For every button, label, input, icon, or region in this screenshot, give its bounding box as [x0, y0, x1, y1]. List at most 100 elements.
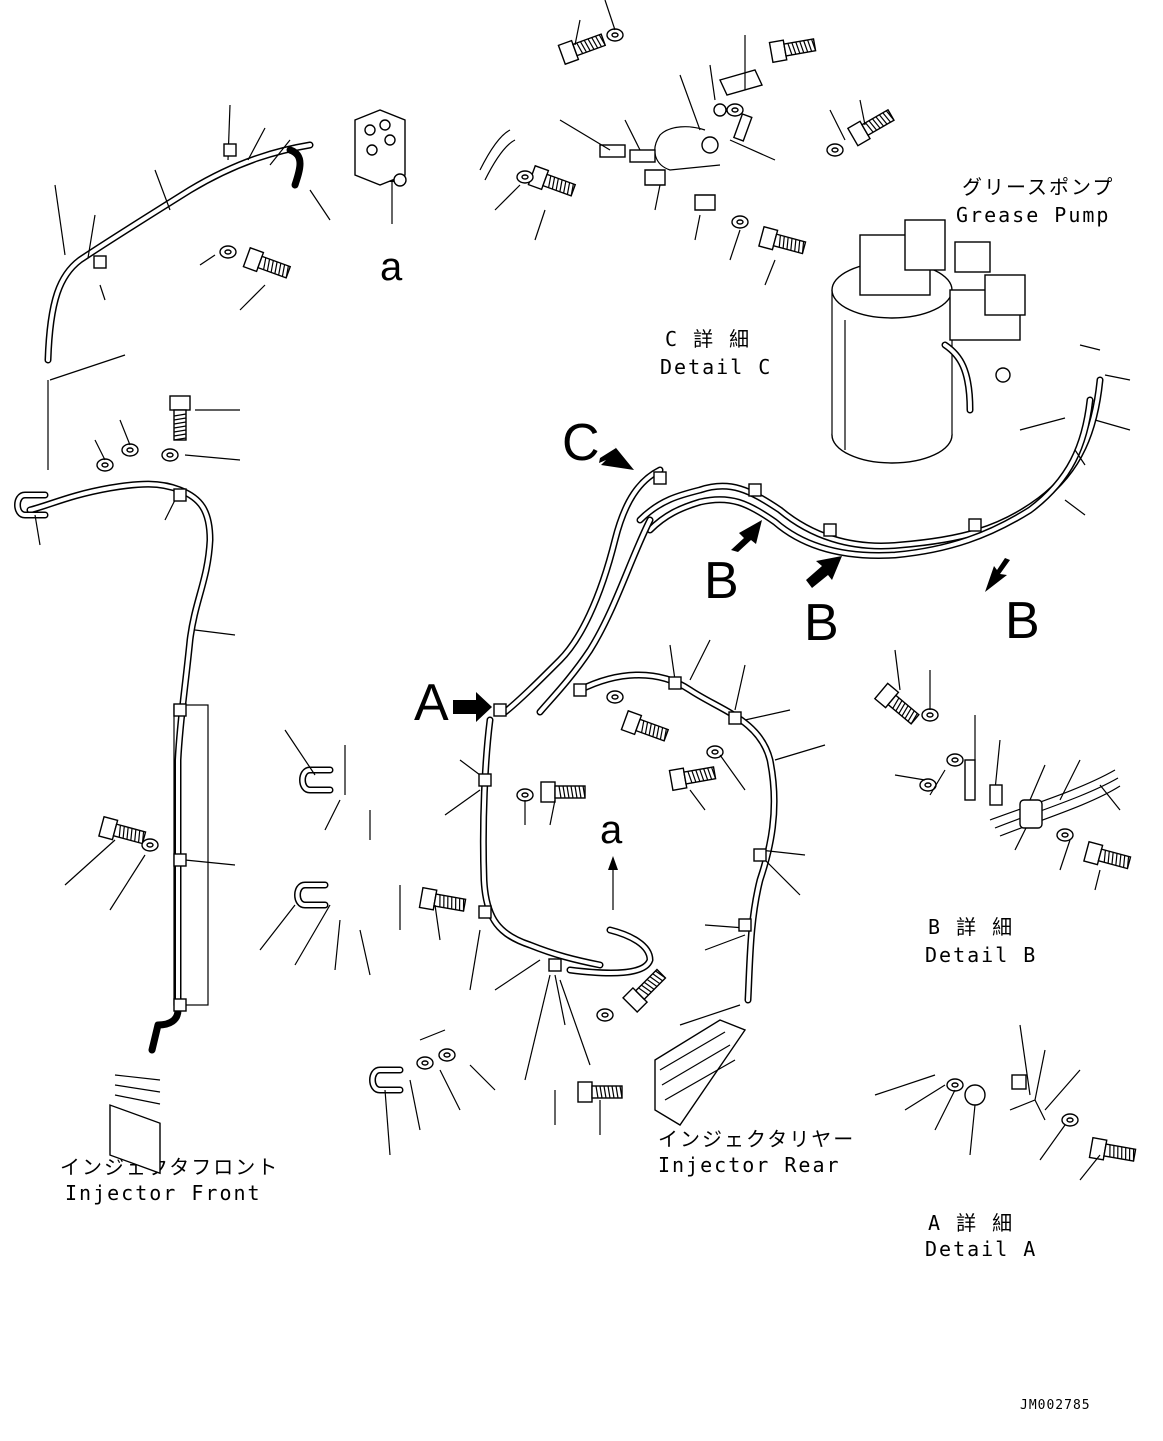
- bolt-icon: [557, 33, 607, 66]
- bolt-icon: [1088, 1136, 1137, 1162]
- leader-line: [1074, 449, 1086, 466]
- leader-line: [164, 499, 176, 521]
- leader-line: [1019, 417, 1066, 431]
- leader-line: [409, 1079, 421, 1131]
- leader-line: [94, 439, 106, 461]
- detail-c-title-jp: C 詳 細: [665, 327, 751, 351]
- bolt-icon: [577, 1081, 623, 1103]
- leader-line: [469, 929, 481, 991]
- bolt-icon: [668, 766, 717, 792]
- washer-icon: [826, 143, 844, 157]
- pipe-clamp-icon: [748, 483, 762, 497]
- injector-rear-label-jp: インジェクタリヤー: [658, 1127, 855, 1151]
- leader-line: [1034, 1049, 1046, 1101]
- leader-line: [1019, 1024, 1031, 1096]
- leader-line: [1059, 839, 1071, 871]
- leader-line: [874, 1074, 936, 1096]
- leader-line: [679, 1004, 741, 1026]
- view-arrow-b1: [731, 520, 762, 552]
- leader-line: [359, 929, 371, 976]
- pipe-clamp-icon: [823, 523, 837, 537]
- bolt-icon: [768, 38, 817, 64]
- clamp-icon: [299, 766, 334, 794]
- leader-line: [49, 354, 126, 381]
- bolt-icon: [418, 886, 467, 912]
- detail-a-title-en: Detail A: [925, 1237, 1037, 1261]
- leader-line: [194, 629, 236, 636]
- leader-line: [239, 284, 266, 311]
- leader-line: [259, 904, 296, 951]
- leader-line: [64, 839, 116, 886]
- leader-line: [934, 1089, 956, 1131]
- grease-pump-label-jp: グリースポンプ: [962, 175, 1114, 199]
- valve-block: [354, 109, 407, 187]
- leader-line: [184, 859, 236, 866]
- leader-line: [729, 229, 741, 261]
- detail-c-assembly: [479, 69, 763, 211]
- injector-rear-label-en: Injector Rear: [658, 1153, 841, 1177]
- leader-line: [1029, 764, 1046, 801]
- washer-icon: [921, 708, 939, 722]
- leader-line: [154, 169, 171, 211]
- washer-icon: [219, 245, 237, 259]
- leader-line: [1079, 1154, 1101, 1181]
- pipe-clamp-icon: [753, 848, 767, 862]
- washer-icon: [121, 443, 139, 457]
- pipe-clamp-icon: [738, 918, 752, 932]
- leader-line: [119, 419, 131, 446]
- pipe-clamp-icon: [478, 905, 492, 919]
- leader-line: [1094, 869, 1101, 891]
- leader-line: [284, 729, 316, 776]
- bolt-icon: [758, 225, 807, 255]
- leader-line: [734, 664, 746, 711]
- washer-icon: [919, 778, 937, 792]
- leader-line: [309, 189, 331, 221]
- leader-line: [604, 0, 616, 31]
- pipe-clamp-icon: [493, 703, 507, 717]
- bolt-icon: [540, 781, 586, 803]
- leader-line: [764, 859, 801, 896]
- leader-line: [524, 974, 551, 1081]
- washer-icon: [516, 170, 534, 184]
- bolt-icon: [242, 246, 292, 279]
- washer-icon: [161, 448, 179, 462]
- leader-line: [384, 1089, 391, 1156]
- leader-line: [434, 904, 441, 941]
- detail-a-title-jp: A 詳 細: [928, 1211, 1014, 1235]
- leader-line: [1039, 1124, 1066, 1161]
- leader-line: [34, 514, 41, 546]
- washer-icon: [516, 788, 534, 802]
- leader-line: [704, 934, 746, 951]
- leader-line: [559, 119, 611, 151]
- grease-pump: [831, 219, 1026, 464]
- leader-line: [439, 1069, 461, 1111]
- washer-icon: [706, 745, 724, 759]
- leader-line: [679, 74, 701, 131]
- ref-arrow-a-mid: [608, 856, 618, 910]
- leader-line: [269, 139, 291, 166]
- washer-icon: [606, 28, 624, 42]
- leader-line: [554, 974, 566, 1026]
- leader-line: [534, 209, 546, 241]
- leader-line: [719, 754, 746, 791]
- leader-line: [829, 109, 846, 141]
- leader-line: [1099, 784, 1121, 811]
- leader-line: [494, 184, 521, 211]
- leader-line: [694, 214, 701, 241]
- bolt-icon: [873, 682, 920, 725]
- route-clamps: [93, 143, 982, 1012]
- leader-line: [247, 127, 266, 161]
- pipe-clamp-icon: [573, 683, 587, 697]
- leader-line: [559, 979, 591, 1066]
- ref-a-top-label: a: [380, 245, 403, 289]
- washer-icon: [438, 1048, 456, 1062]
- leader-line: [994, 739, 1001, 791]
- leader-line: [199, 254, 216, 266]
- pipe-clamp-icon: [968, 518, 982, 532]
- injector-front-label-en: Injector Front: [65, 1181, 262, 1205]
- view-b1-label: B: [704, 552, 739, 610]
- clamp-parts: [14, 491, 404, 1094]
- leader-line: [689, 789, 706, 811]
- leader-line: [549, 799, 556, 826]
- ref-a-mid-label: a: [600, 808, 623, 852]
